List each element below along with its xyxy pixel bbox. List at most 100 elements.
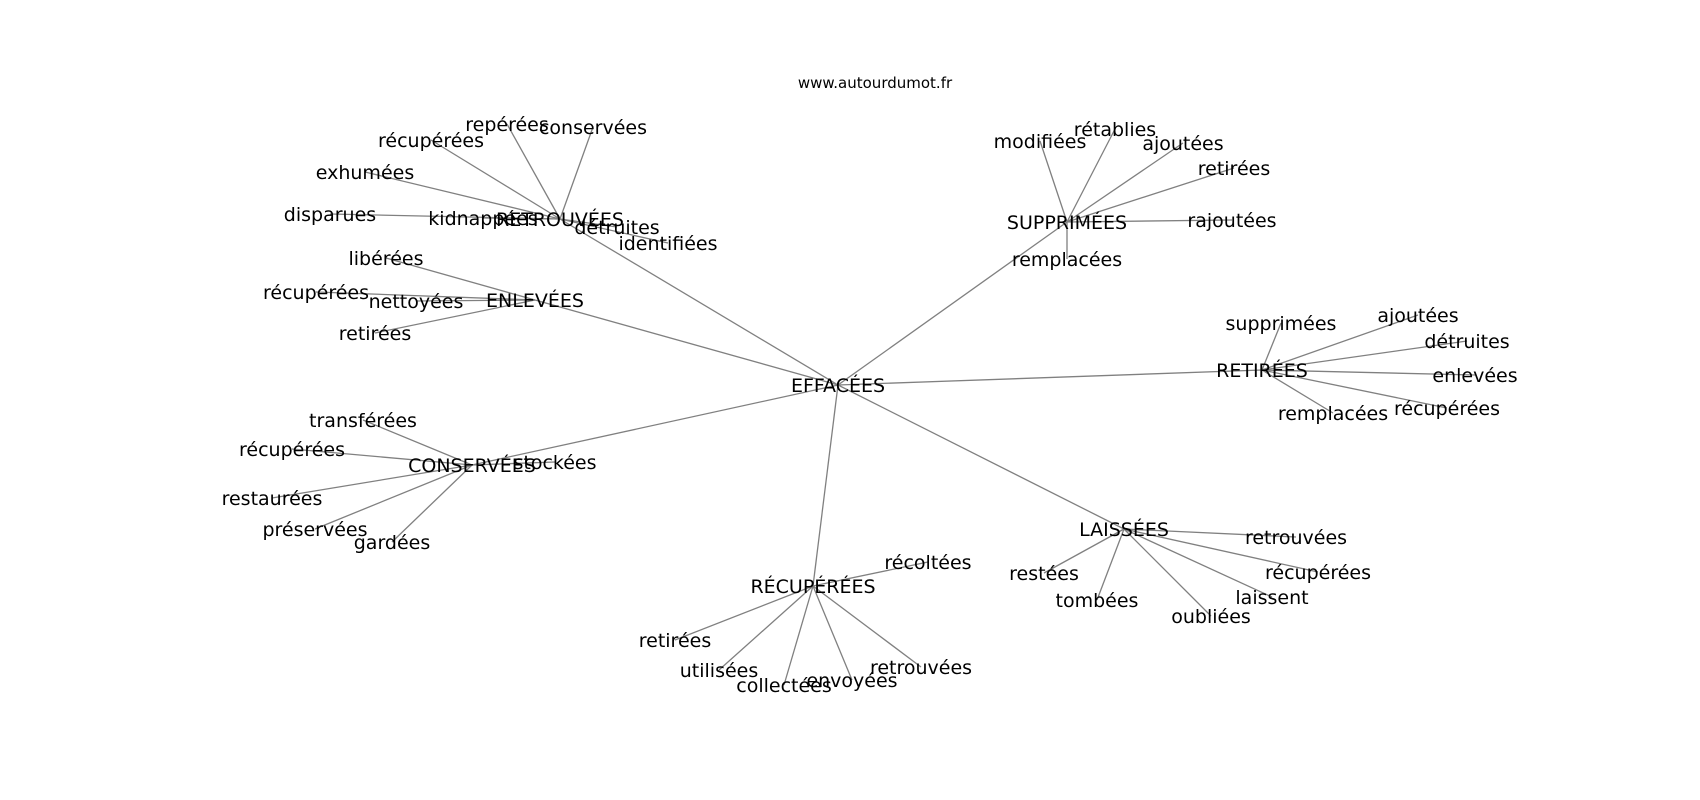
leaf-node-label-detruites: détruites [574,217,659,239]
leaf-node-label-recoltees: récoltées [884,552,971,574]
edge-supprimees-retablies [1066,128,1116,223]
edge-retrouvees-exhumees [364,171,561,220]
edge-retrouvees-conservees [559,126,594,220]
edge-center-supprimees [837,221,1068,386]
leaf-node-label-laissent: laissent [1235,587,1308,609]
edge-recuperees-retrouvees [812,585,922,668]
edge-retrouvees-kidnappees [482,217,561,220]
center-node-label: EFFACÉES [791,374,885,397]
edge-recuperees-collectees [783,585,814,686]
edge-center-recuperees [812,384,839,587]
edge-supprimees-retirees [1066,167,1235,223]
leaf-node-label-detruites: détruites [1424,331,1509,353]
edge-recuperees-envoyees [812,585,853,681]
leaf-node-label-conservees: conservées [539,117,647,139]
edge-center-retirees [837,369,1263,386]
hub-node-label-retrouvees: RETROUVÉES [496,208,624,231]
leaf-node-label-kidnappees: kidnappées [428,208,537,230]
edge-enlevees-liberees [385,257,536,301]
leaf-node-label-reperees: repérées [465,114,549,136]
edge-enlevees-retirees [374,299,536,334]
leaf-node-label-gardees: gardées [354,532,431,554]
edge-laissees-tombees [1096,528,1125,601]
edge-retirees-supprimees [1261,322,1282,371]
hub-node-label-recuperees: RÉCUPÉRÉES [750,575,875,598]
leaf-node-label-ajoutees: ajoutées [1377,305,1458,327]
leaf-node-label-restaurees: restaurées [222,488,323,510]
edge-recuperees-recoltees [812,561,929,587]
leaf-node-label-stockees: stockées [513,452,596,474]
edge-laissees-oubliees [1123,528,1212,617]
edge-retrouvees-detruites [559,218,618,228]
edge-center-conservees [471,384,839,466]
leaf-node-label-identifiees: identifiées [618,233,717,255]
leaf-node-label-nettoyees: nettoyées [369,291,464,313]
edge-conservees-restaurees [271,464,473,499]
edge-enlevees-nettoyees [415,299,536,302]
leaf-node-label-disparues: disparues [284,204,376,226]
leaf-node-label-supprimees: supprimées [1226,313,1337,335]
leaf-node-label-remplacees: remplacées [1278,403,1388,425]
leaf-node-label-retirees: retirées [339,323,411,345]
edge-conservees-preservees [314,464,473,530]
leaf-node-label-retrouvees: retrouvées [870,657,972,679]
leaf-node-label-enlevees: enlevées [1432,365,1517,387]
edge-laissees-retrouvees [1123,528,1297,538]
edge-retrouvees-identifiees [559,218,669,244]
hub-node-label-conservees: CONSERVÉES [408,454,536,477]
edge-laissees-restees [1043,528,1125,574]
leaf-node-label-retablies: rétablies [1074,119,1156,141]
edge-supprimees-ajoutees [1066,142,1184,223]
edge-conservees-recuperees [291,448,473,466]
leaf-node-label-retirees: retirées [1198,158,1270,180]
leaf-node-label-remplacees: remplacées [1012,249,1122,271]
hub-node-label-supprimees: SUPPRIMÉES [1007,211,1127,234]
edge-retirees-remplacees [1261,369,1334,414]
leaf-node-label-restees: restées [1009,563,1079,585]
leaf-node-label-recuperees: récupérées [1265,562,1371,584]
graph-edges [271,123,1476,686]
leaf-node-label-recuperees: récupérées [1394,398,1500,420]
leaf-node-label-retirees: retirées [639,630,711,652]
leaf-node-label-preservees: préservées [262,519,367,541]
edge-center-retrouvees [559,218,839,386]
edge-recuperees-utilisees [718,585,814,671]
leaf-node-label-exhumees: exhumées [316,162,414,184]
hub-node-label-enlevees: ENLEVÉES [486,289,584,312]
source-url: www.autourdumot.fr [798,74,953,92]
leaf-node-label-utilisees: utilisées [680,660,759,682]
edge-retirees-detruites [1261,340,1468,371]
edge-retirees-enlevees [1261,369,1476,376]
edge-conservees-transferees [362,419,473,466]
leaf-node-label-retrouvees: retrouvées [1245,527,1347,549]
edge-retirees-recuperees [1261,369,1448,409]
edge-supprimees-rajoutees [1066,219,1233,223]
edge-retrouvees-reperees [506,123,561,220]
hub-node-label-laissees: LAISSÉES [1079,518,1169,541]
hub-node-label-retirees: RETIRÉES [1216,359,1308,382]
leaf-node-label-transferees: transférées [309,410,417,432]
leaf-node-label-rajoutees: rajoutées [1187,210,1276,232]
edge-laissees-laissent [1123,528,1273,598]
edge-center-laissees [837,384,1125,530]
leaf-node-label-tombees: tombées [1056,590,1139,612]
leaf-node-label-envoyees: envoyées [806,670,897,692]
edge-retrouvees-recuperees [430,139,561,220]
edge-center-enlevees [534,299,839,386]
leaf-node-label-oubliees: oubliées [1171,606,1251,628]
leaf-node-label-recuperees: récupérées [239,439,345,461]
edge-recuperees-retirees [674,585,814,641]
edge-enlevees-recuperees [315,291,536,301]
leaf-node-label-liberees: libérées [349,248,424,270]
leaf-node-label-ajoutees: ajoutées [1142,133,1223,155]
leaf-node-label-modifiees: modifiées [994,131,1087,153]
edge-supprimees-modifiees [1039,140,1068,223]
edge-laissees-recuperees [1123,528,1319,573]
leaf-node-label-recuperees: récupérées [263,282,369,304]
edge-conservees-stockees [471,461,556,466]
leaf-node-label-recuperees: récupérées [378,130,484,152]
leaf-node-label-collectees: collectées [736,675,832,697]
edge-conservees-gardees [391,464,473,543]
